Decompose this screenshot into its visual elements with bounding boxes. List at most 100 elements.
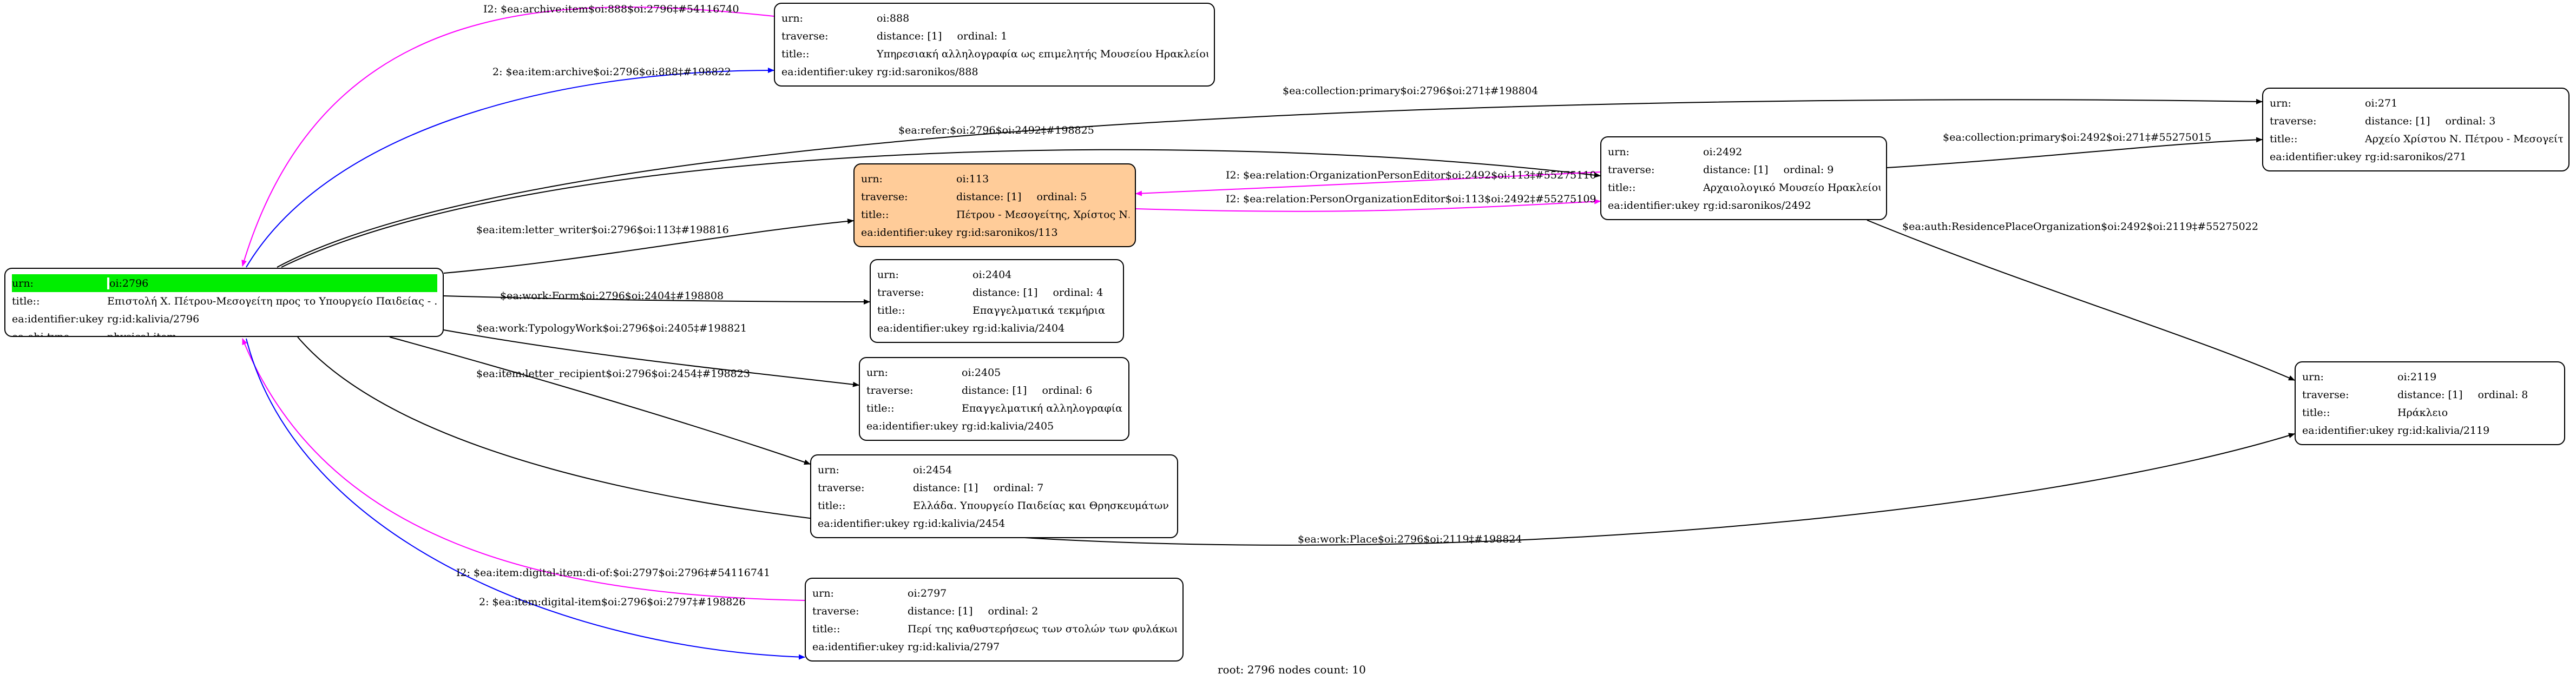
edge-label: $ea:refer:$oi:2796$oi:2492‡#198825 [898, 124, 1094, 136]
node-field-value-text: distance: [1] [972, 286, 1038, 299]
node-field-key: ea:obj-type: [861, 244, 956, 247]
node-field-key: title:: [1608, 181, 1636, 194]
node-field-ordinal: ordinal: 8 [2478, 388, 2528, 401]
node-field-row: urn:oi:113 [861, 170, 1129, 188]
node-field-value-text: digital-item [908, 659, 968, 661]
edge-label: 2: $ea:item:digital-item$oi:2796$oi:2797… [479, 596, 746, 608]
node-field-value-text: distance: [1] [908, 605, 973, 617]
node-field-value-text: oi:2796 [109, 277, 149, 289]
node-field-key: traverse: [877, 286, 924, 299]
node-field-row: ea:obj-type:digital-item [812, 656, 1177, 661]
node-field-value: ead [877, 84, 1208, 86]
node-field-value: distance: [1]ordinal: 8 [2397, 389, 2559, 401]
node-field-value-text: Υπηρεσιακή αλληλογραφία ως επιμελητής Μο… [877, 48, 1208, 60]
node-field-value-text: oi:2797 [908, 587, 947, 599]
node-field-row: title::Πέτρου - Μεσογείτης, Χρίστος Ν. [861, 206, 1129, 223]
node-field-value-text: distance: [1] [962, 384, 1027, 396]
node-field-row: title::Ελλάδα. Υπουργείο Παιδείας και Θρ… [818, 497, 1172, 514]
node-field-value: oi:2797 [908, 587, 1177, 599]
node-field-value-text: physical-item [107, 330, 177, 337]
node-field-key: ea:identifier:ukey [2302, 424, 2394, 437]
node-field-value-text: Πέτρου - Μεσογείτης, Χρίστος Ν. [956, 208, 1129, 221]
node-field-row: urn:oi:2404 [877, 266, 1118, 283]
node-field-value: collection [2365, 169, 2563, 171]
edge-e6 [443, 295, 870, 305]
node-field-value-text: oi:2492 [1703, 146, 1743, 158]
node-field-key: title:: [781, 48, 810, 60]
node-field-value: oi:2796 [109, 277, 437, 289]
graph-footer: root: 2796 nodes count: 10 [1218, 663, 1366, 676]
node-field-key: ea:identifier:ukey [12, 313, 104, 325]
node-field-value-text: rg:id:saronikos/113 [956, 226, 1058, 239]
node-field-value: Πέτρου - Μεσογείτης, Χρίστος Ν. [956, 209, 1129, 221]
node-field-row: traverse:distance: [1]ordinal: 9 [1608, 161, 1881, 178]
node-field-row: ea:obj-type:auth-genre [877, 337, 1118, 342]
node-field-value: rg:id:kalivia/2404 [972, 322, 1118, 334]
node-field-value-text: rg:id:kalivia/2454 [913, 517, 1006, 530]
node-field-row: traverse:distance: [1]ordinal: 3 [2270, 112, 2563, 130]
graph-node-2405[interactable]: urn:oi:2405 traverse: distance: [1] ordinal… [859, 357, 1129, 441]
node-field-value: Ελλάδα. Υπουργείο Παιδείας και Θρησκευμά… [913, 500, 1172, 512]
graph-node-2404[interactable]: urn:oi:2404 traverse: distance: [1] ordinal… [870, 259, 1124, 343]
edge-e2 [246, 68, 774, 268]
node-field-row: title::Αρχείο Χρίστου Ν. Πέτρου - Μεσογε… [2270, 130, 2563, 148]
node-field-value: distance: [1]ordinal: 9 [1703, 164, 1881, 176]
edge-label: $ea:item:letter_writer$oi:2796$oi:113‡#1… [476, 224, 729, 236]
edge-label: $ea:item:letter_recipient$oi:2796$oi:245… [476, 368, 750, 380]
node-field-key: title:: [861, 208, 889, 221]
node-field-value: distance: [1]ordinal: 3 [2365, 115, 2563, 127]
node-field-value-text: auth-place [2397, 442, 2452, 445]
node-field-key: ea:obj-type: [781, 84, 877, 86]
node-field-row: traverse: distance: [1] ordinal: 4 [877, 283, 1118, 301]
node-field-value: oi:888 [877, 12, 1208, 24]
edge-e14 [1887, 137, 2263, 168]
node-field-value: oi:271 [2365, 97, 2563, 109]
node-field-key: urn: [12, 277, 109, 289]
edge-label: I2: $ea:relation:PersonOrganizationEdito… [1226, 193, 1596, 205]
node-field-ordinal: ordinal: 2 [988, 605, 1039, 617]
node-field-key: urn: [812, 587, 834, 599]
node-field-ordinal: ordinal: 6 [1042, 384, 1093, 396]
node-field-value-text: distance: [1] [2365, 115, 2430, 127]
node-field-row: ea:obj-type:auth-organization [1608, 214, 1881, 220]
node-field-row: urn:oi:2405 [866, 363, 1123, 381]
node-field-value-text: distance: [1] [956, 190, 1022, 203]
node-field-row: urn: oi:2797 [812, 584, 1177, 602]
node-field-value-text: Αρχείο Χρίστου Ν. Πέτρου - Μεσογείτη [2365, 133, 2563, 145]
node-field-key: traverse: [812, 605, 859, 617]
node-field-ordinal: ordinal: 4 [1053, 286, 1103, 299]
node-field-value-text: rg:id:kalivia/2119 [2397, 424, 2490, 437]
edge-label: $ea:work:TypologyWork$oi:2796$oi:2405‡#1… [476, 322, 747, 334]
node-field-ordinal: ordinal: 5 [1036, 190, 1087, 203]
node-field-key: traverse: [866, 384, 914, 396]
node-field-value: rg:id:saronikos/113 [956, 227, 1129, 239]
node-field-key: ea:obj-type: [1608, 217, 1703, 220]
node-field-row: traverse:distance: [1]ordinal: 5 [861, 188, 1129, 206]
edge-label: I2: $ea:item:digital-item:di-of:$oi:2797… [456, 567, 771, 579]
node-field-value: Επαγγελματικά τεκμήρια [972, 305, 1118, 316]
edge-e12 [1135, 171, 1601, 196]
edge-e15 [1867, 220, 2295, 381]
node-field-value-text: Αρχαιολογικό Μουσείο Ηρακλείου [1703, 181, 1881, 194]
node-field-value: Ηράκλειο [2397, 407, 2559, 419]
node-field-key: urn: [1608, 146, 1629, 158]
node-field-value: distance: [1] ordinal: 4 [972, 287, 1118, 299]
node-field-value: distance: [1]ordinal: 7 [913, 482, 1172, 494]
node-field-key: ea:identifier:ukey [861, 226, 953, 239]
node-field-value-text: auth-person [956, 244, 1019, 247]
node-field-value-text: ead [877, 84, 896, 86]
graph-node-2797[interactable]: urn: oi:2797 traverse: distance: [1] ordinal… [805, 578, 1184, 662]
node-field-key: title:: [12, 295, 40, 307]
graph-node-2492[interactable]: urn: oi:2492 traverse:distance: [1]ordinal… [1600, 136, 1887, 220]
node-field-ordinal: ordinal: 7 [993, 481, 1044, 494]
